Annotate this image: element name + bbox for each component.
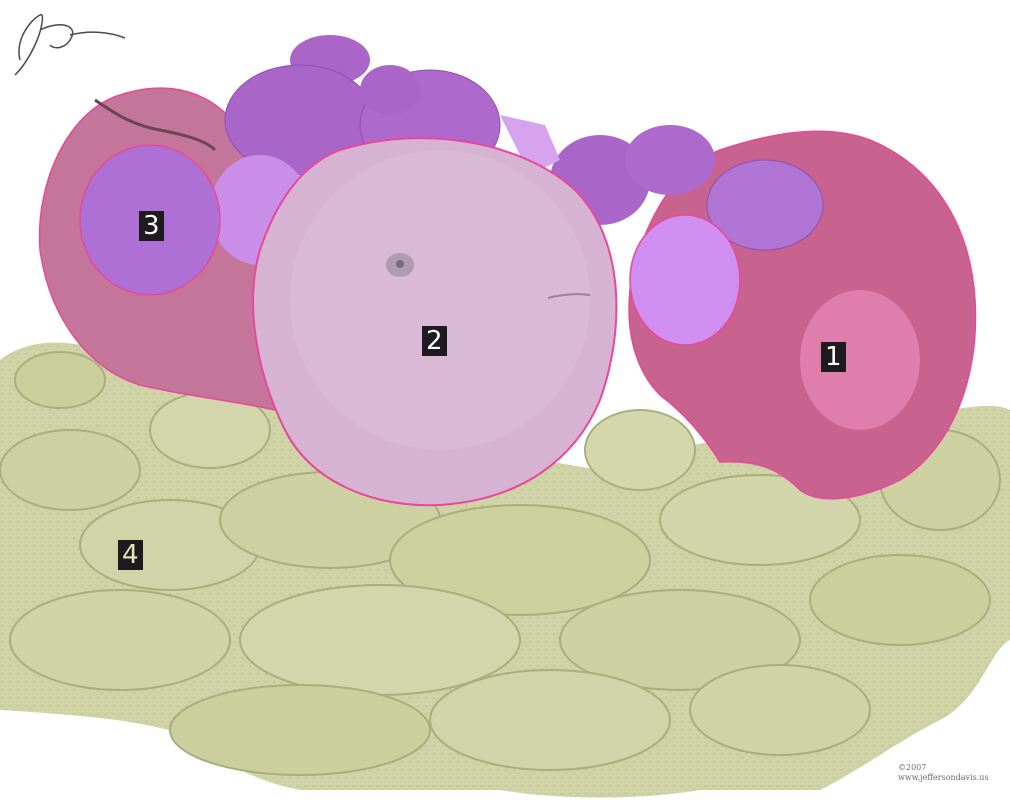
region-label-4: 4 bbox=[118, 540, 143, 570]
orange-region bbox=[252, 137, 618, 507]
region-label-2: 2 bbox=[422, 326, 447, 356]
artist-signature bbox=[14, 14, 126, 76]
signature-year: ©2007 bbox=[898, 763, 927, 772]
region-label-3: 3 bbox=[139, 211, 164, 241]
signature-site: www.jeffersondavis.us bbox=[898, 773, 989, 782]
region-label-1: 1 bbox=[821, 342, 846, 372]
signature-caption: ©2007 www.jeffersondavis.us bbox=[898, 763, 989, 783]
